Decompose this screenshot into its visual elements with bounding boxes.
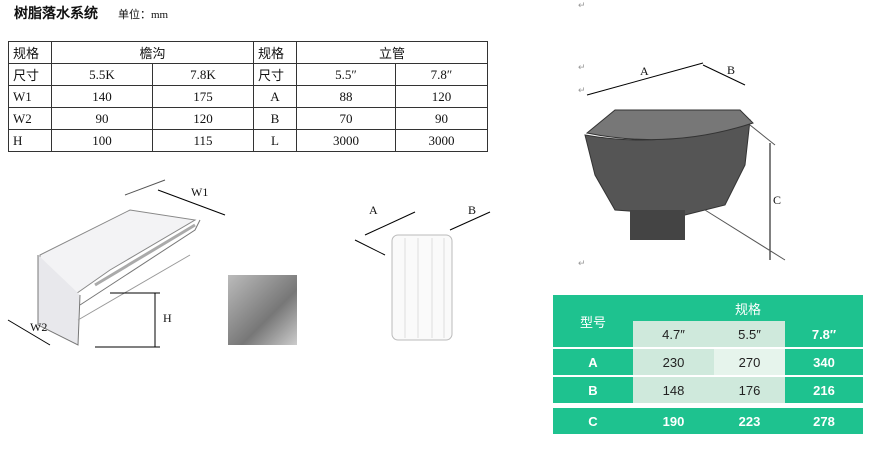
h-label: H <box>163 311 172 325</box>
cell: 340 <box>785 347 863 375</box>
pipe-size: 5.5″ <box>296 63 396 86</box>
cell: 175 <box>152 85 254 108</box>
cell: B <box>253 107 297 130</box>
cell: A <box>553 347 633 375</box>
cell: 120 <box>395 85 488 108</box>
return-mark: ↵ <box>578 62 586 72</box>
hopper-c-label: C <box>773 193 782 207</box>
cell: 278 <box>785 403 863 434</box>
cell: 115 <box>152 129 254 152</box>
cell: 223 <box>714 403 785 434</box>
cell: 270 <box>714 347 785 375</box>
cell: 90 <box>51 107 153 130</box>
cell: 3000 <box>296 129 396 152</box>
gutter-size: 7.8K <box>152 63 254 86</box>
size-header: 5.5″ <box>714 321 785 347</box>
hopper-b-label: B <box>727 63 736 77</box>
pipe-header: 立管 <box>296 41 488 64</box>
gutter-size: 5.5K <box>51 63 153 86</box>
return-mark: ↵ <box>578 85 586 95</box>
return-mark: ↵ <box>578 258 586 268</box>
cell: 88 <box>296 85 396 108</box>
cell: 3000 <box>395 129 488 152</box>
cell: C <box>553 403 633 434</box>
cell: 230 <box>633 347 714 375</box>
cell: W1 <box>8 85 52 108</box>
spec-table: 规格 檐沟 规格 立管 尺寸 5.5K 7.8K 尺寸 5.5″ 7.8″ W1… <box>8 41 488 152</box>
hopper-a-label: A <box>640 64 649 78</box>
cell: 70 <box>296 107 396 130</box>
w1-label: W1 <box>191 185 209 199</box>
size-label: 尺寸 <box>8 63 52 86</box>
downpipe-diagram <box>354 211 491 341</box>
size-label: 尺寸 <box>253 63 297 86</box>
return-mark: ↵ <box>578 0 586 10</box>
gutter-diagram <box>7 179 226 348</box>
cell: 120 <box>152 107 254 130</box>
gutter-photo <box>228 275 297 345</box>
cell: 90 <box>395 107 488 130</box>
gutter-header: 檐沟 <box>51 41 254 64</box>
cell: 140 <box>51 85 153 108</box>
cell: 100 <box>51 129 153 152</box>
cell: 148 <box>633 375 714 403</box>
pipe-size: 7.8″ <box>395 63 488 86</box>
cell: H <box>8 129 52 152</box>
cell: 216 <box>785 375 863 403</box>
w2-label: W2 <box>30 320 48 334</box>
page-title: 树脂落水系统 <box>14 6 98 22</box>
unit-label: 单位：mm <box>118 9 169 21</box>
spec-label: 规格 <box>633 295 863 321</box>
pipe-a-label: A <box>369 203 378 217</box>
cell: A <box>253 85 297 108</box>
pipe-b-label: B <box>468 203 477 217</box>
cell: W2 <box>8 107 52 130</box>
hopper-diagram <box>584 62 786 261</box>
size-header: 7.8″ <box>785 321 863 347</box>
spec-label: 规格 <box>8 41 52 64</box>
model-label: 型号 <box>553 295 633 347</box>
spec-label: 规格 <box>253 41 297 64</box>
cell: L <box>253 129 297 152</box>
cell: B <box>553 375 633 403</box>
cell: 190 <box>633 403 714 434</box>
cell: 176 <box>714 375 785 403</box>
size-header: 4.7″ <box>633 321 714 347</box>
